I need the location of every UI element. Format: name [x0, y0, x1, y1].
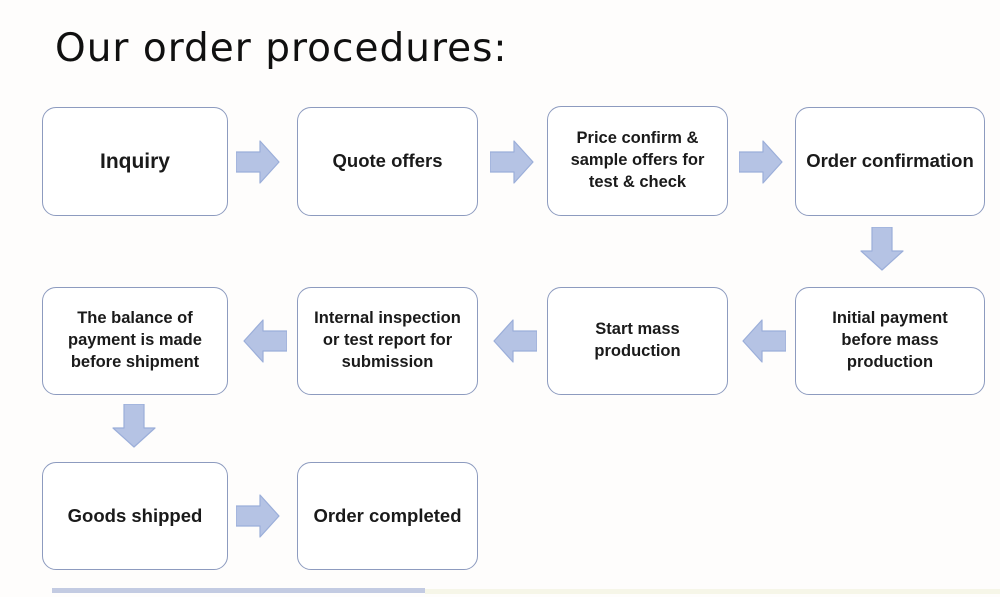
bottom-bar-blue	[52, 588, 425, 593]
flow-node-inquiry: Inquiry	[42, 107, 228, 216]
flow-node-order-completed: Order completed	[297, 462, 478, 570]
flow-node-initial-payment: Initial payment before mass production	[795, 287, 985, 395]
arrow-left-icon	[493, 318, 537, 364]
arrow-down-icon	[111, 404, 157, 448]
flow-node-price-confirm: Price confirm & sample offers for test &…	[547, 106, 728, 216]
page-title: Our order procedures:	[55, 26, 508, 71]
arrow-right-icon	[236, 493, 280, 539]
flow-node-order-confirmation: Order confirmation	[795, 107, 985, 216]
arrow-right-icon	[490, 139, 534, 185]
flow-node-quote-offers: Quote offers	[297, 107, 478, 216]
arrow-right-icon	[236, 139, 280, 185]
arrow-down-icon	[859, 227, 905, 271]
flow-node-goods-shipped: Goods shipped	[42, 462, 228, 570]
arrow-left-icon	[243, 318, 287, 364]
bottom-bar-cream	[425, 589, 1000, 594]
flow-node-balance-of-payment: The balance of payment is made before sh…	[42, 287, 228, 395]
flow-node-internal-inspection: Internal inspection or test report for s…	[297, 287, 478, 395]
flow-node-start-mass-production: Start mass production	[547, 287, 728, 395]
arrow-left-icon	[742, 318, 786, 364]
arrow-right-icon	[739, 139, 783, 185]
